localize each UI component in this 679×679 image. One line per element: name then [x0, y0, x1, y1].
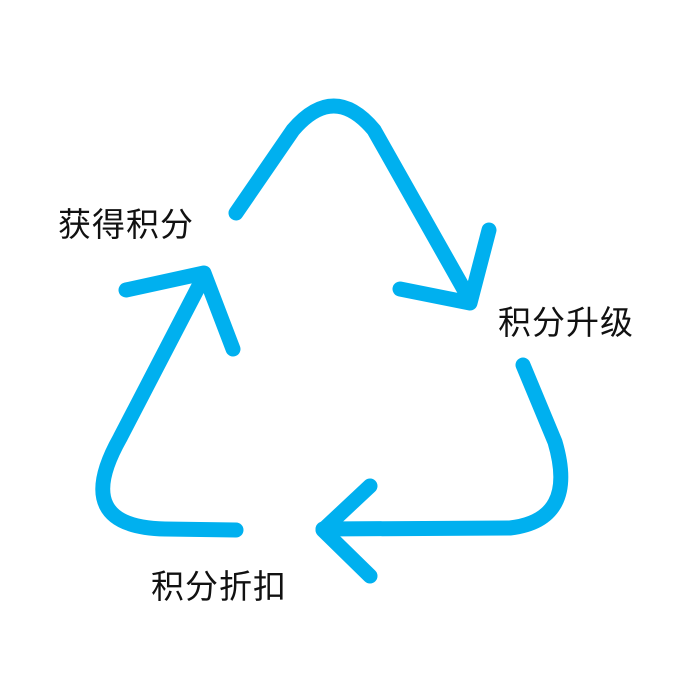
arrowhead-step-1: [118, 265, 241, 357]
step-label-points-upgrade: 积分升级: [498, 303, 634, 342]
arrow-step-2-to-3: [315, 357, 569, 537]
cycle-arrows: [95, 98, 569, 584]
step-label-points-discount: 积分折扣: [151, 567, 287, 606]
arrowhead-step-2: [392, 222, 497, 311]
arrow-step-1-to-2: [228, 98, 478, 308]
arrowhead-step-3: [315, 478, 378, 584]
step-label-earn-points: 获得积分: [58, 205, 194, 244]
arrow-step-3-to-1: [95, 272, 244, 538]
